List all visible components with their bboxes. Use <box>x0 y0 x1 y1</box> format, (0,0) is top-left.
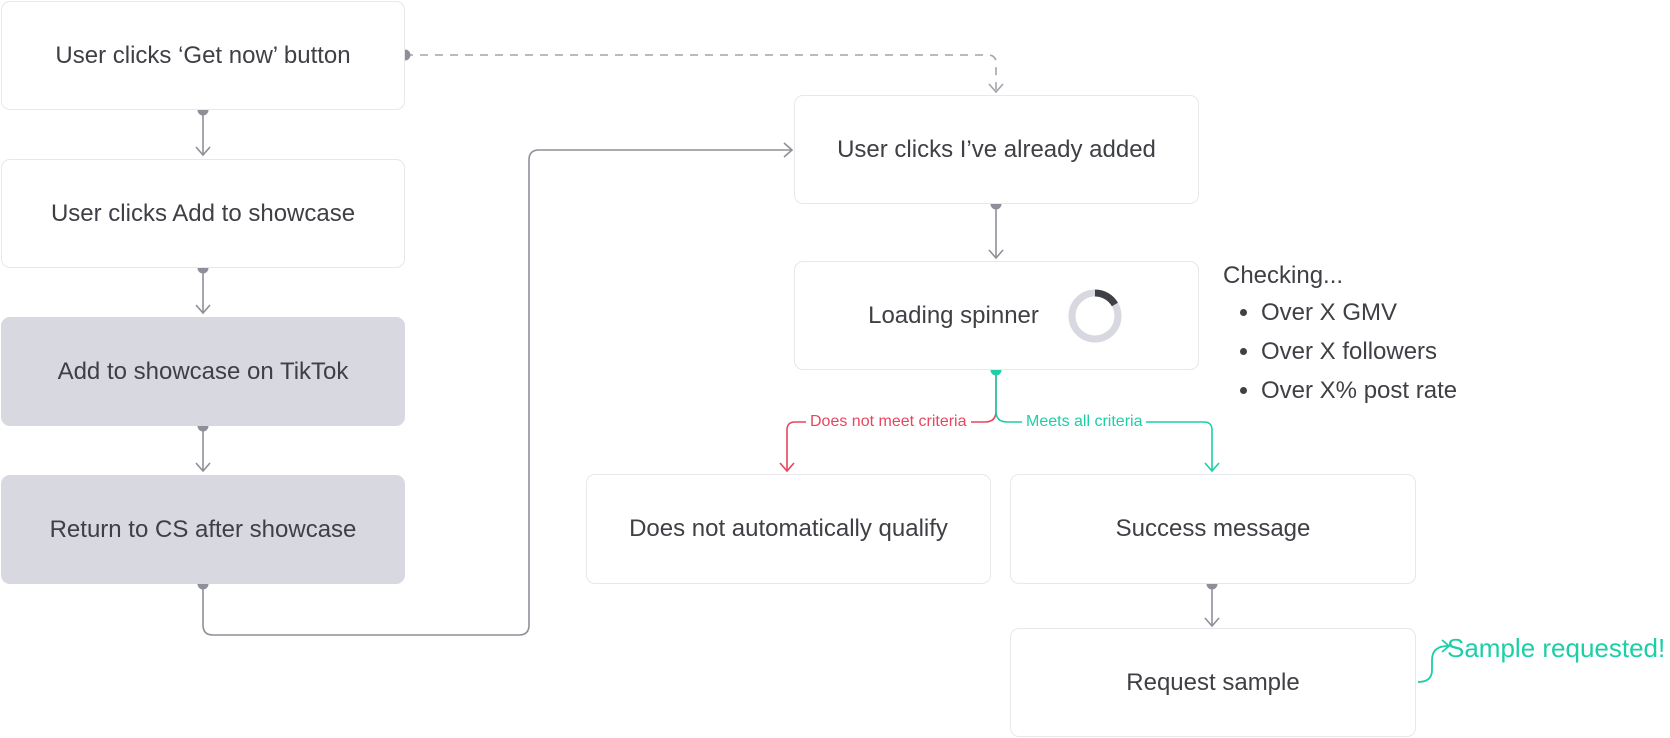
node-not-qualify-label: Does not automatically qualify <box>629 515 948 542</box>
edge-label-meets-all: Meets all criteria <box>1022 412 1147 432</box>
node-return-to-cs: Return to CS after showcase <box>1 475 405 584</box>
criteria-list: Over X GMV Over X followers Over X% post… <box>1223 298 1457 406</box>
node-request-sample: Request sample <box>1010 628 1416 737</box>
edge-label-not-meet: Does not meet criteria <box>806 412 971 432</box>
note-sample-requested: Sample requested! <box>1447 633 1666 663</box>
node-get-now: User clicks ‘Get now’ button <box>1 1 405 110</box>
node-add-to-showcase: User clicks Add to showcase <box>1 159 405 268</box>
connector-tiktok-to-return <box>195 420 211 473</box>
connector-add-to-tiktok <box>195 262 211 315</box>
node-already-added: User clicks I’ve already added <box>794 95 1199 204</box>
node-add-to-showcase-label: User clicks Add to showcase <box>50 199 356 227</box>
dashed-connector <box>399 49 1004 94</box>
node-already-added-label: User clicks I’ve already added <box>837 135 1156 163</box>
node-get-now-label: User clicks ‘Get now’ button <box>55 41 351 69</box>
checking-title: Checking... <box>1223 262 1344 289</box>
criteria-item: Over X followers <box>1261 337 1457 367</box>
criteria-item: Over X GMV <box>1261 298 1457 328</box>
node-not-qualify: Does not automatically qualify <box>586 474 991 584</box>
node-return-to-cs-label: Return to CS after showcase <box>49 515 357 543</box>
criteria-item: Over X% post rate <box>1261 376 1457 406</box>
node-add-on-tiktok-label: Add to showcase on TikTok <box>57 357 349 385</box>
connector-already-to-spinner <box>988 198 1004 260</box>
connector-success-to-request <box>1204 578 1220 628</box>
node-add-on-tiktok: Add to showcase on TikTok <box>1 317 405 426</box>
note-curve-arrow <box>1417 639 1451 683</box>
connector-getnow-to-add <box>195 104 211 157</box>
node-loading-spinner-label: Loading spinner <box>868 301 1039 329</box>
spinner-icon <box>1065 286 1125 346</box>
checking-criteria: Checking... Over X GMV Over X followers … <box>1223 262 1457 415</box>
node-request-sample-label: Request sample <box>1126 668 1300 696</box>
node-success-label: Success message <box>1115 515 1311 542</box>
node-success: Success message <box>1010 474 1416 584</box>
node-loading-spinner: Loading spinner <box>794 261 1199 370</box>
